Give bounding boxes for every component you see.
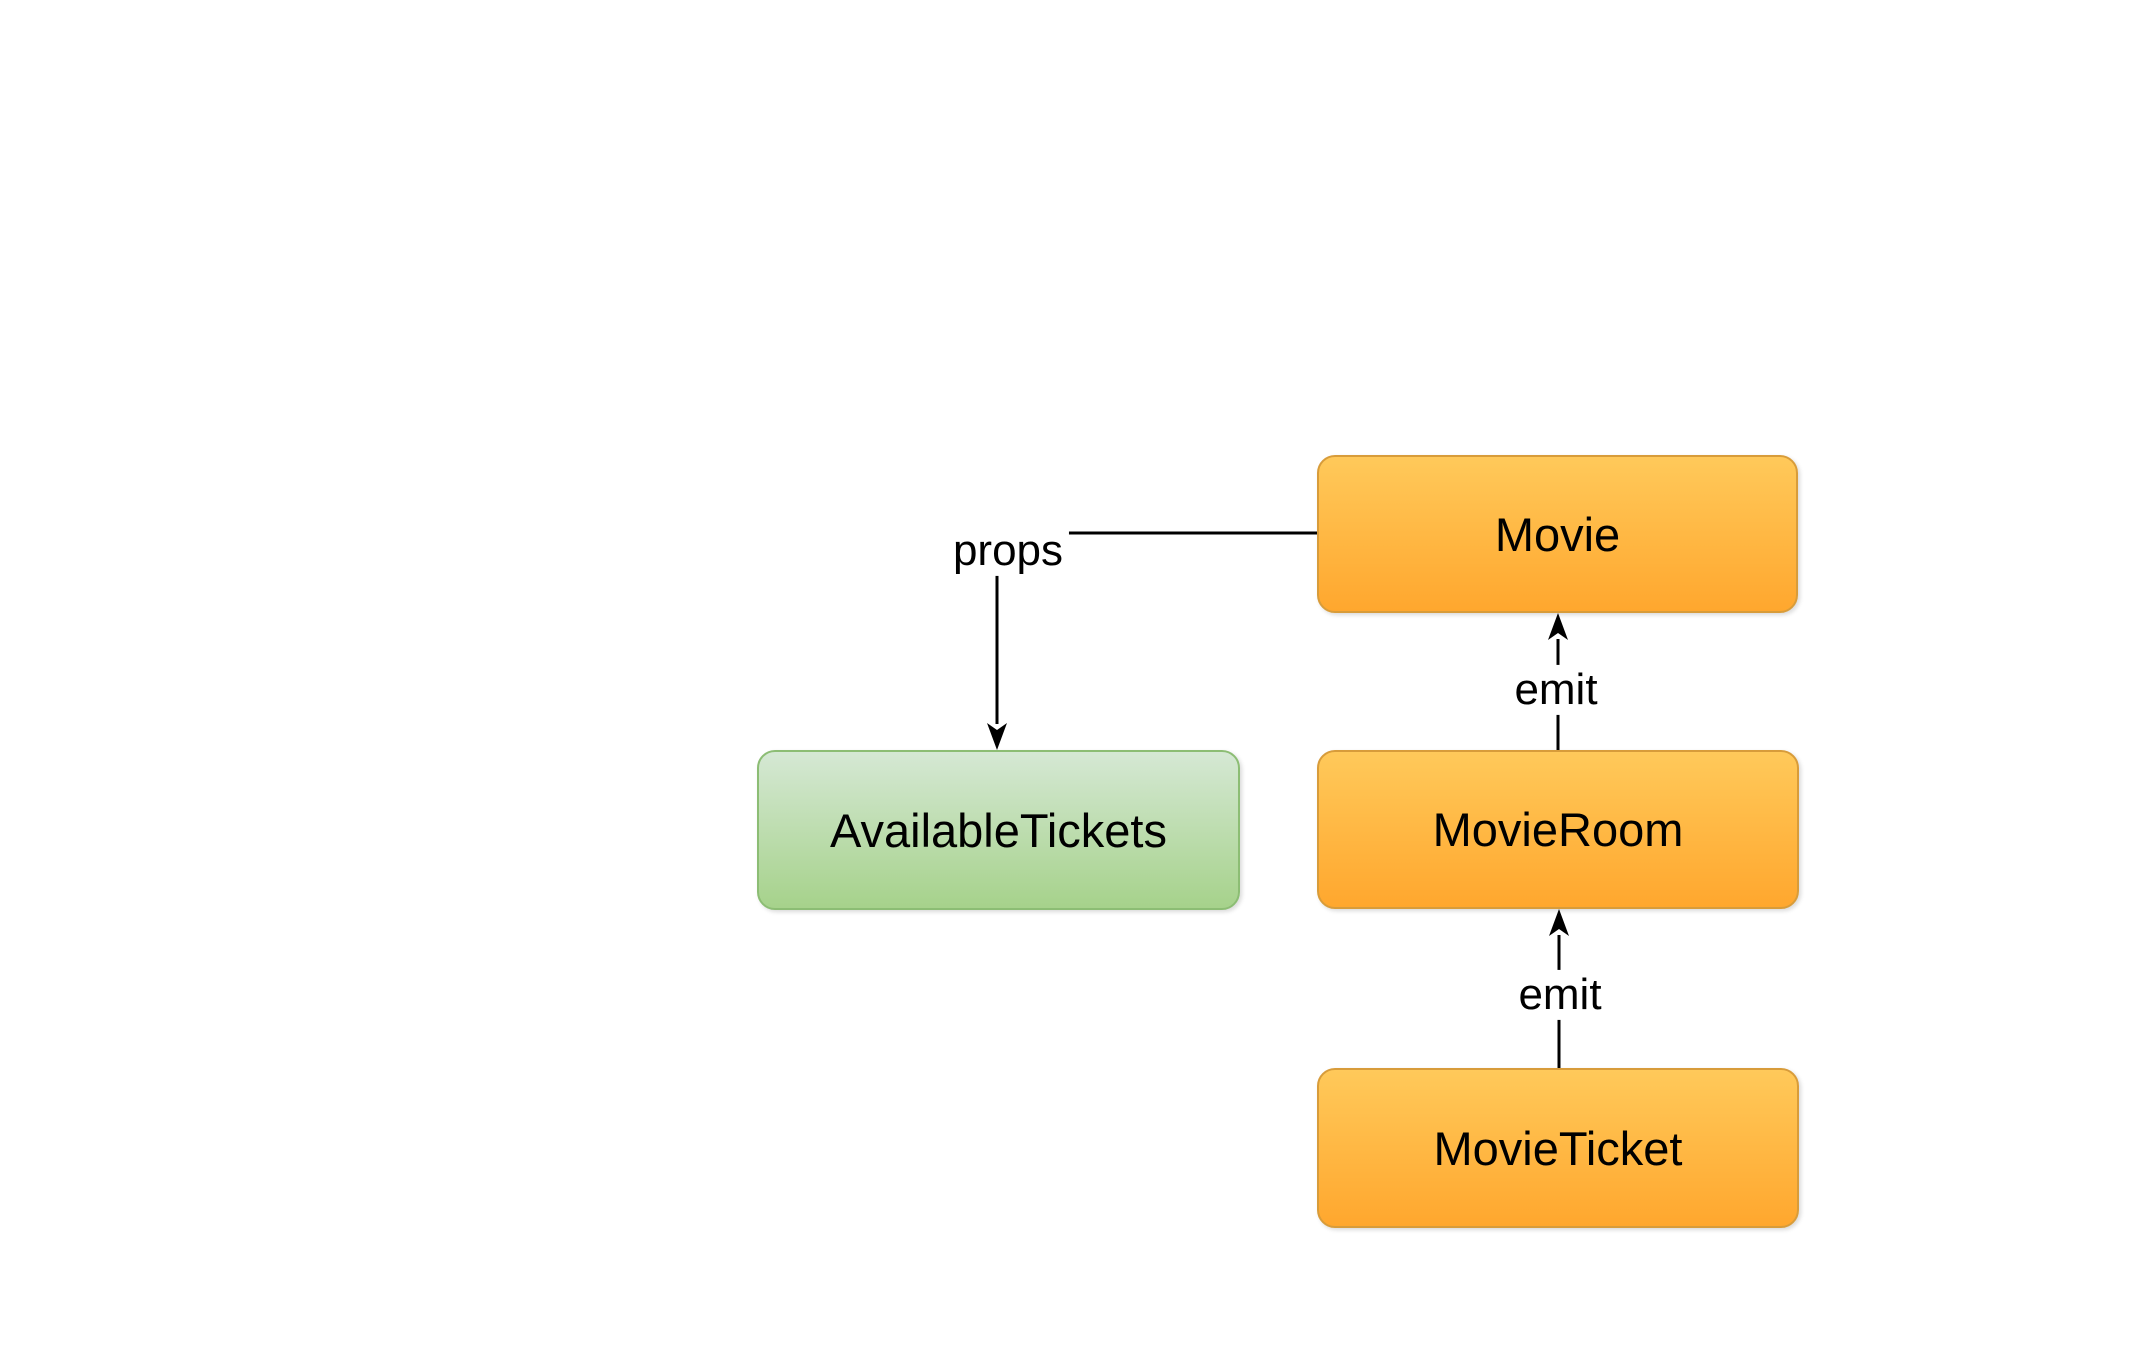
node-movie-label: Movie [1494,507,1621,561]
arrowhead-up-icon [1549,909,1569,936]
node-movie-room[interactable]: MovieRoom [1317,750,1799,909]
node-movie-ticket[interactable]: MovieTicket [1317,1068,1799,1228]
emit-edge-label-movieroom-movie: emit [1508,664,1604,716]
node-available-tickets[interactable]: AvailableTickets [757,750,1240,910]
emit-edge-label-movieticket-movieroom: emit [1512,969,1608,1021]
arrowhead-up-icon [1548,613,1568,640]
node-available-tickets-label: AvailableTickets [830,803,1167,857]
node-movie-ticket-label: MovieTicket [1433,1121,1683,1175]
props-edge-label: props [946,525,1070,577]
node-movie[interactable]: Movie [1317,455,1798,613]
arrowhead-down-icon [987,723,1007,750]
node-movie-room-label: MovieRoom [1432,803,1684,856]
